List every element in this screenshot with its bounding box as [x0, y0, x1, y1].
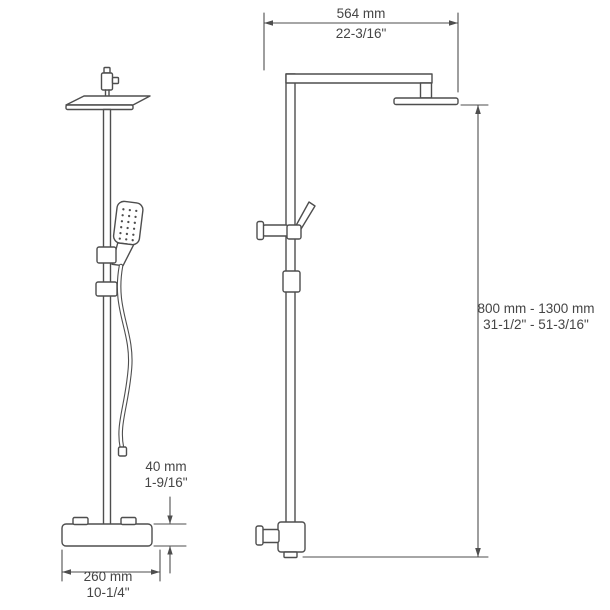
- top-width-metric-label: 564 mm: [337, 6, 386, 21]
- shower-rail: [102, 108, 112, 526]
- hose-end-connector: [117, 446, 128, 457]
- side-pipe: [285, 73, 296, 557]
- bottom-dim-arrow-left: [62, 569, 71, 575]
- depth-dim-arrow-bottom: [167, 546, 173, 555]
- hand-shower-hose-inner: [117, 264, 132, 450]
- valve-left-button: [72, 516, 89, 526]
- depth-dim-arrow-top: [167, 515, 173, 524]
- top-dim-arrow-left: [264, 20, 273, 26]
- hand-shower-holder: [96, 246, 117, 264]
- overhead-shower-plate: [65, 95, 151, 106]
- side-wall-bracket-arm: [262, 224, 289, 237]
- valve-right-button: [120, 516, 137, 526]
- overhead-shower-edge: [65, 104, 134, 111]
- side-valve-knob: [261, 528, 280, 544]
- side-valve-body: [277, 521, 306, 553]
- side-wall-bracket-flange: [256, 220, 265, 241]
- side-pipe-foot: [283, 551, 298, 559]
- dimension-lines: [61, 12, 489, 582]
- side-overhead-shower-head: [393, 97, 459, 106]
- front-view: [61, 66, 153, 547]
- side-head-connector: [419, 82, 433, 99]
- rail-slider-clamp: [95, 281, 118, 297]
- right-dim-arrow-bottom: [475, 548, 481, 557]
- bottom-width-metric-label: 260 mm: [84, 569, 133, 584]
- height-range-metric-label: 800 mm - 1300 mm: [477, 301, 594, 316]
- valve-body: [61, 523, 153, 547]
- side-hand-shower-holder: [286, 224, 302, 240]
- small-depth-imperial-label: 1-9/16": [144, 475, 187, 490]
- side-valve-knob-cap: [255, 525, 264, 546]
- top-diverter-handle: [111, 76, 120, 85]
- hand-shower-spray-nozzles: [118, 208, 138, 242]
- right-dim-arrow-top: [475, 105, 481, 114]
- top-width-imperial-label: 22-3/16": [336, 26, 387, 41]
- dimension-labels: 564 mm 22-3/16" 800 mm - 1300 mm 31-1/2"…: [84, 6, 595, 600]
- top-diverter-body: [100, 72, 114, 91]
- bottom-width-imperial-label: 10-1/4": [86, 585, 129, 600]
- hand-shower: [111, 200, 144, 267]
- top-diverter-cap: [103, 66, 111, 74]
- side-view: [255, 73, 459, 559]
- side-top-arm: [285, 73, 433, 84]
- top-dim-arrow-right: [449, 20, 458, 26]
- bottom-dim-arrow-right: [151, 569, 160, 575]
- height-range-imperial-label: 31-1/2" - 51-3/16": [483, 317, 589, 332]
- side-rail-slider: [282, 270, 301, 293]
- small-depth-metric-label: 40 mm: [145, 459, 186, 474]
